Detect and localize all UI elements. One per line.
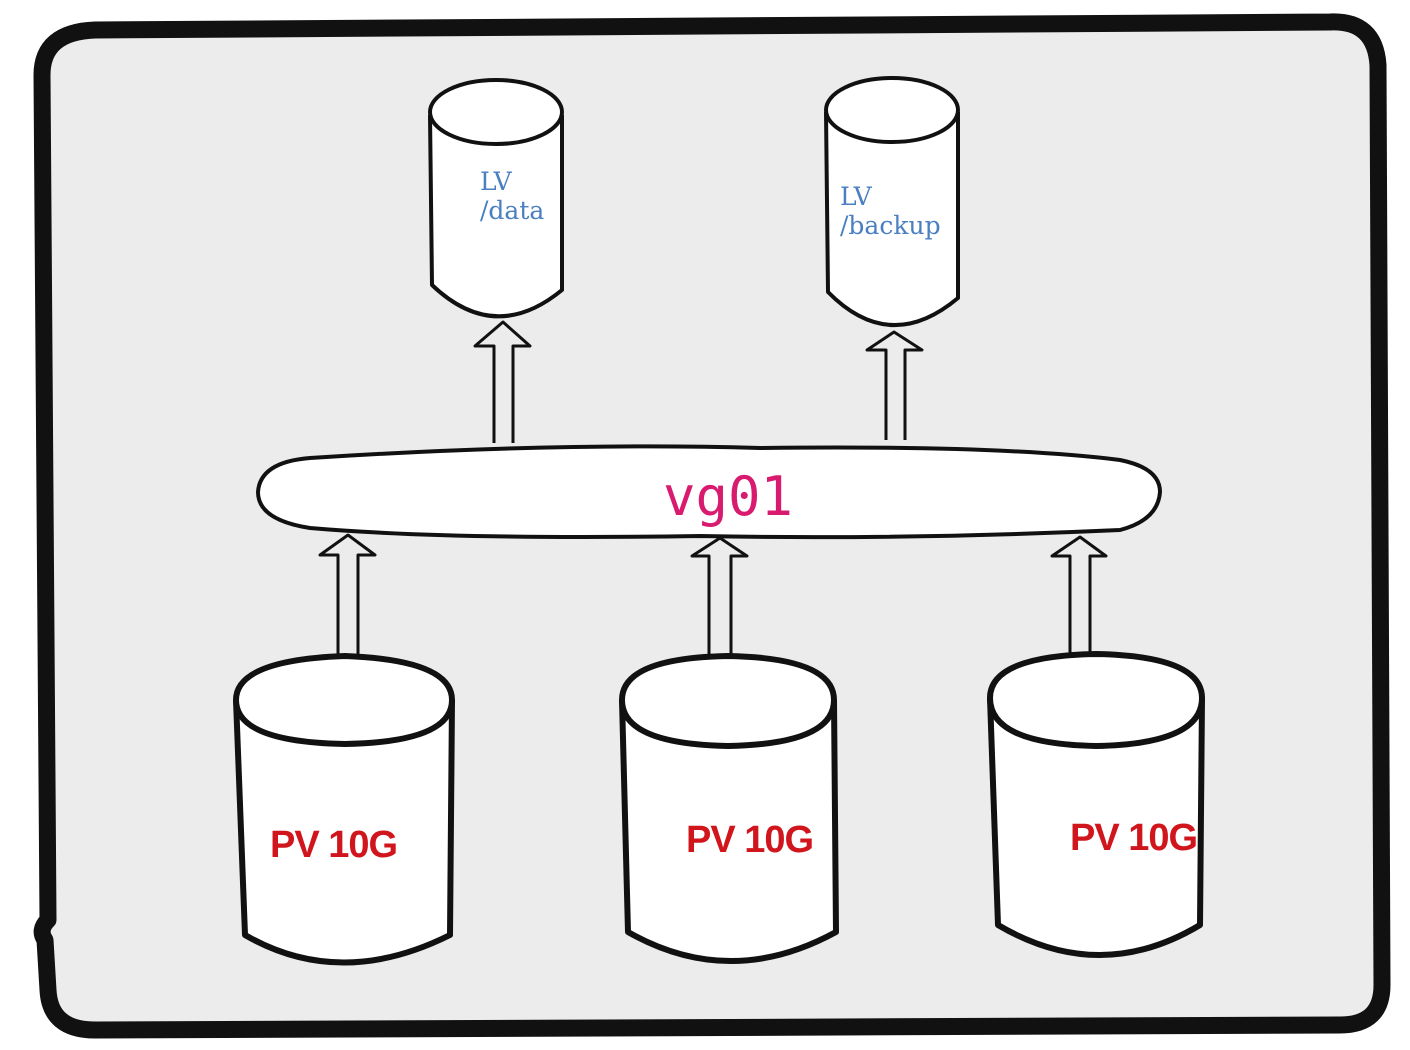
pv-3-top xyxy=(987,651,1205,749)
pv-1-top xyxy=(233,653,455,747)
lv-data-line1: LV xyxy=(480,167,513,196)
arrow-pv2-to-vg xyxy=(690,536,749,655)
lv-backup-top xyxy=(824,76,960,144)
lv-backup-line1: LV xyxy=(840,182,873,211)
pv-1-body xyxy=(233,699,455,966)
pv-2-top xyxy=(619,653,837,749)
pv-2-body xyxy=(619,699,839,964)
lv-data-top xyxy=(428,78,564,146)
lv-backup-body xyxy=(824,111,960,328)
arrow-pv1-to-vg xyxy=(318,533,377,655)
pv-3-cylinder: PV 10G xyxy=(987,651,1205,958)
lv-backup-line2: /backup xyxy=(840,211,941,240)
lv-backup-cylinder: LV /backup xyxy=(824,76,960,328)
vg-label: vg01 xyxy=(663,465,793,528)
volume-group: vg01 xyxy=(256,444,1162,540)
lv-data-body xyxy=(428,114,564,319)
pv-3-label: PV 10G xyxy=(1070,817,1197,859)
pv-2-cylinder: PV 10G xyxy=(619,653,839,964)
arrow-vg-to-lv-data xyxy=(473,320,532,443)
vg-outline xyxy=(256,444,1162,540)
lv-data-cylinder: LV /data xyxy=(428,78,564,319)
pv-1-cylinder: PV 10G xyxy=(233,653,455,966)
lv-data-line2: /data xyxy=(480,196,544,225)
pv-1-label: PV 10G xyxy=(270,824,397,866)
arrow-vg-to-lv-backup xyxy=(865,330,924,440)
arrow-pv3-to-vg xyxy=(1050,535,1108,655)
pv-2-label: PV 10G xyxy=(686,819,813,861)
pv-3-body xyxy=(987,697,1205,958)
